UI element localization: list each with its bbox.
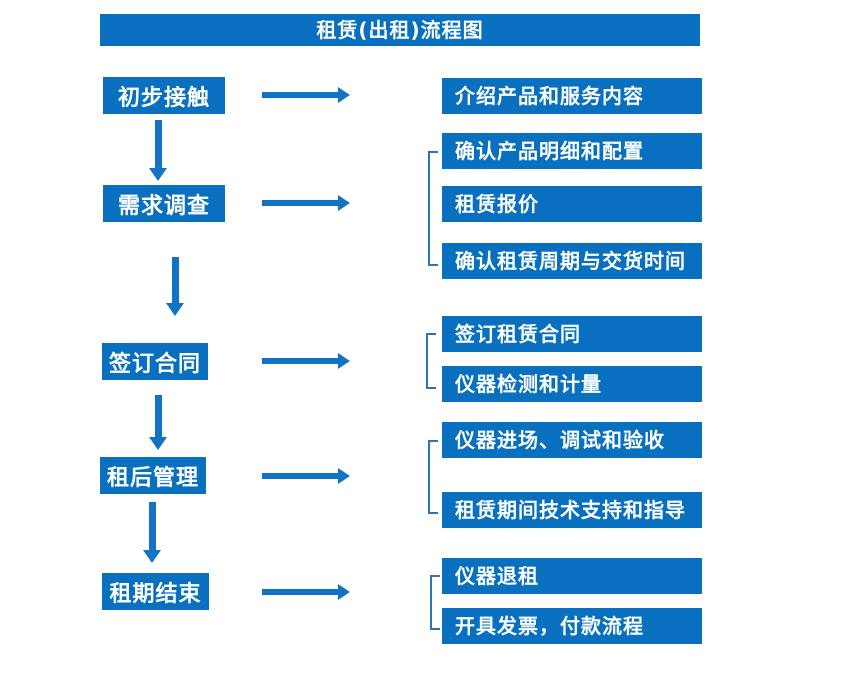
arrow-shaft bbox=[262, 473, 338, 479]
arrow-shaft bbox=[154, 395, 162, 437]
arrow-right-3 bbox=[262, 353, 350, 369]
arrow-head-icon bbox=[338, 353, 350, 369]
arrow-shaft bbox=[171, 257, 179, 303]
output-confirm-product-details: 确认产品明细和配置 bbox=[442, 133, 702, 169]
arrow-head-icon bbox=[338, 584, 350, 600]
output-introduce-products: 介绍产品和服务内容 bbox=[442, 78, 702, 114]
step-sign-contract: 签订合同 bbox=[102, 343, 208, 380]
arrow-right-5 bbox=[262, 584, 350, 600]
output-instrument-commissioning: 仪器进场、调试和验收 bbox=[442, 422, 702, 458]
step-demand-survey: 需求调查 bbox=[103, 185, 225, 222]
arrow-head-icon bbox=[166, 303, 184, 316]
output-technical-support: 租赁期间技术支持和指导 bbox=[442, 492, 702, 528]
step-post-rental-management: 租后管理 bbox=[100, 457, 206, 494]
arrow-head-icon bbox=[338, 468, 350, 484]
arrow-head-icon bbox=[143, 550, 161, 563]
diagram-title: 租赁(出租)流程图 bbox=[100, 14, 700, 46]
bracket-group-3 bbox=[426, 333, 436, 389]
arrow-right-1 bbox=[262, 87, 350, 103]
arrow-down-1 bbox=[149, 120, 167, 181]
output-confirm-rental-period: 确认租赁周期与交货时间 bbox=[442, 243, 702, 279]
arrow-down-2 bbox=[166, 257, 184, 316]
arrow-shaft bbox=[262, 92, 338, 98]
arrow-shaft bbox=[262, 200, 338, 206]
output-rental-quotation: 租赁报价 bbox=[442, 186, 702, 222]
bracket-group-4 bbox=[428, 440, 438, 514]
bracket-group-2 bbox=[428, 151, 438, 266]
arrow-shaft bbox=[148, 502, 156, 550]
arrow-shaft bbox=[154, 120, 162, 168]
step-rental-end: 租期结束 bbox=[102, 573, 209, 610]
output-instrument-return: 仪器退租 bbox=[442, 558, 702, 594]
output-sign-rental-contract: 签订租赁合同 bbox=[442, 316, 702, 352]
arrow-head-icon bbox=[338, 87, 350, 103]
output-invoice-payment: 开具发票，付款流程 bbox=[442, 608, 702, 644]
arrow-head-icon bbox=[149, 437, 167, 450]
arrow-down-3 bbox=[149, 395, 167, 450]
arrow-down-4 bbox=[143, 502, 161, 563]
arrow-right-4 bbox=[262, 468, 350, 484]
step-initial-contact: 初步接触 bbox=[103, 77, 225, 114]
arrow-head-icon bbox=[149, 168, 167, 181]
bracket-group-5 bbox=[430, 575, 440, 630]
arrow-shaft bbox=[262, 589, 338, 595]
output-instrument-testing: 仪器检测和计量 bbox=[442, 366, 702, 402]
arrow-shaft bbox=[262, 358, 338, 364]
arrow-head-icon bbox=[338, 195, 350, 211]
arrow-right-2 bbox=[262, 195, 350, 211]
